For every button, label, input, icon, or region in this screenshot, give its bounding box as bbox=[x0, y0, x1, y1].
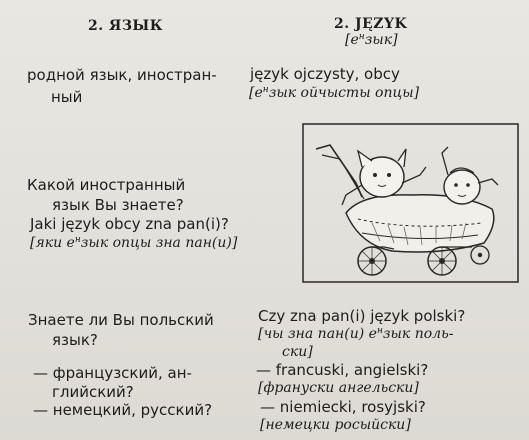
which-ru-line1: Какой иностранный bbox=[27, 176, 186, 194]
german-pl: — niemiecki, rosyjski? bbox=[260, 398, 426, 416]
french-ru-line2: глийский? bbox=[52, 383, 134, 401]
which-ru-line2: язык Вы знаете? bbox=[52, 196, 184, 214]
french-pl: — francuski, angielski? bbox=[256, 361, 429, 379]
german-tr: [немецки росыйски] bbox=[260, 417, 411, 433]
which-pl: Jaki język obcy zna pan(i)? bbox=[30, 215, 229, 233]
french-ru-line1: — французский, ан- bbox=[33, 364, 192, 382]
polish-tr-line2: ски] bbox=[282, 344, 313, 360]
native-ru-line1: родной язык, иностран- bbox=[27, 66, 217, 84]
native-tr: [eнзык ойчысты опцы] bbox=[249, 85, 420, 101]
native-ru-line2: ный bbox=[51, 88, 83, 106]
polish-ru-line2: язык? bbox=[52, 331, 98, 349]
two-babies-in-pram-drawing bbox=[302, 123, 519, 283]
polish-pl: Czy zna pan(i) język polski? bbox=[258, 307, 466, 325]
left-heading: 2. ЯЗЫК bbox=[88, 18, 163, 34]
polish-tr-line1: [чы зна пан(и) eнзык поль- bbox=[258, 326, 454, 342]
german-ru: — немецкий, русский? bbox=[33, 401, 213, 419]
native-pl: język ojczysty, obcy bbox=[250, 65, 400, 83]
which-tr: [яки eнзык опцы зна пан(и)] bbox=[30, 235, 238, 251]
right-heading-transcription: [eнзык] bbox=[345, 32, 398, 48]
polish-ru-line1: Знаете ли Вы польский bbox=[28, 311, 214, 329]
french-tr: [франуски ангельски] bbox=[258, 380, 419, 396]
right-heading: 2. JĘZYK bbox=[334, 16, 408, 32]
